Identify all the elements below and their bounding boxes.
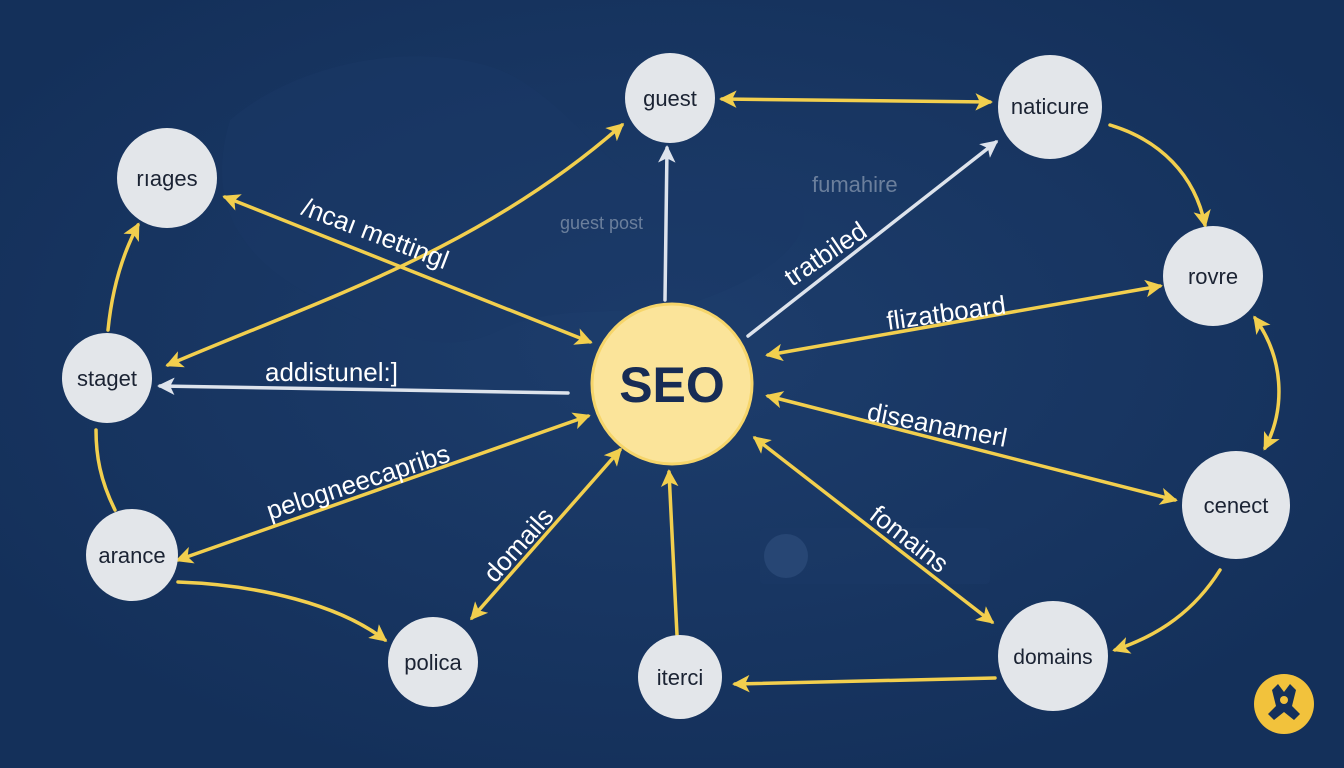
edge-label-addistunel: addistunel:] — [265, 357, 398, 387]
node-cenect: cenect — [1182, 451, 1290, 559]
edge-arance-staget — [94, 428, 117, 512]
ghost-text-fumahire: fumahire — [812, 172, 898, 197]
edge-arance-seo — [175, 412, 591, 564]
edge-rovre-seo — [765, 279, 1163, 362]
edge-naticure-rovre — [1108, 123, 1211, 228]
node-label-naticure: naticure — [1011, 94, 1089, 119]
edge-cenect-domains — [1112, 568, 1222, 654]
node-domains: domains — [998, 601, 1108, 711]
node-rages: rıages — [117, 128, 217, 228]
edge-polica-seo — [470, 447, 622, 621]
edge-seo-staget — [157, 377, 570, 395]
node-label-domains: domains — [1013, 646, 1092, 669]
anchor-badge-icon — [1254, 674, 1314, 734]
edge-seo-guest — [658, 145, 676, 302]
arrows — [94, 90, 1281, 693]
node-label-rages: rıages — [136, 166, 197, 191]
node-naticure: naticure — [998, 55, 1102, 159]
edge-guest-naticure — [719, 90, 993, 111]
edge-staget-guest — [165, 123, 625, 368]
edge-staget-rages — [106, 222, 140, 332]
node-arance: arance — [86, 509, 178, 601]
edge-seo-naticure — [746, 140, 999, 338]
background-globe-icon — [764, 534, 808, 578]
node-label-polica: polica — [404, 650, 462, 675]
node-label-rovre: rovre — [1188, 264, 1238, 289]
white-arrows — [157, 140, 999, 395]
node-iterci: iterci — [638, 635, 722, 719]
center-label: SEO — [619, 357, 725, 413]
node-label-arance: arance — [98, 543, 165, 568]
edge-domains-iterci — [732, 674, 997, 693]
edge-iterci-seo — [660, 469, 679, 637]
node-rovre: rovre — [1163, 226, 1263, 326]
node-polica: polica — [388, 617, 478, 707]
edge-seo-domains — [752, 436, 995, 624]
node-label-iterci: iterci — [657, 665, 703, 690]
node-guest: guest — [625, 53, 715, 143]
edge-rovre-cenect — [1253, 315, 1281, 451]
node-label-cenect: cenect — [1204, 493, 1269, 518]
node-label-staget: staget — [77, 366, 137, 391]
node-seo-center: SEO — [590, 302, 754, 466]
edge-arance-polica — [176, 580, 388, 642]
ghost-text-guest-post: guest post — [560, 213, 643, 233]
node-staget: staget — [62, 333, 152, 423]
node-label-guest: guest — [643, 86, 697, 111]
